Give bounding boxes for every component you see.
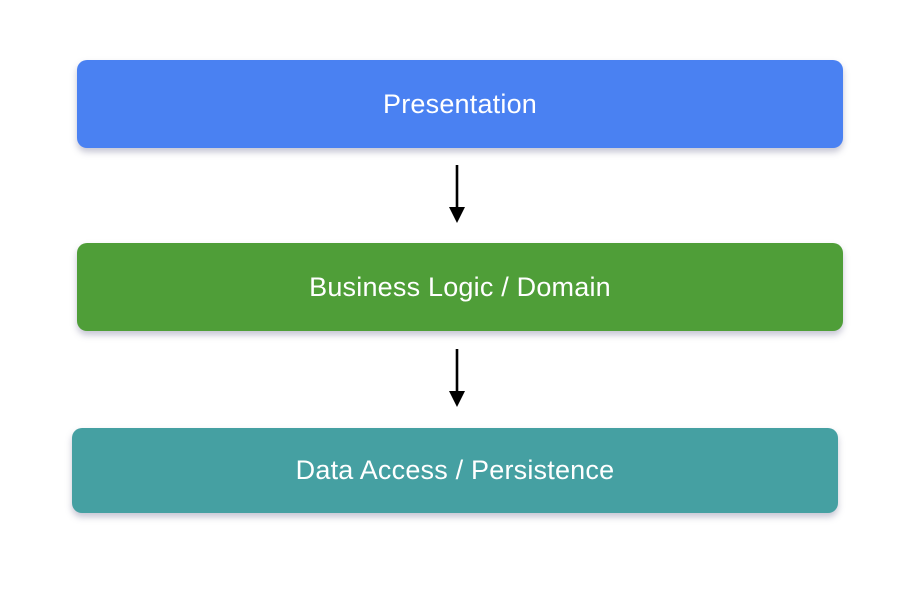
layer-label-presentation: Presentation [383,88,537,119]
layer-box-data-access: Data Access / Persistence [72,428,838,513]
layer-label-data-access: Data Access / Persistence [295,455,615,485]
layer-label-business-logic: Business Logic / Domain [309,271,611,302]
layer-box-presentation: Presentation [77,60,843,148]
down-arrow-icon [449,349,465,407]
layer-box-business-logic: Business Logic / Domain [77,243,843,331]
down-arrow-icon [449,165,465,223]
